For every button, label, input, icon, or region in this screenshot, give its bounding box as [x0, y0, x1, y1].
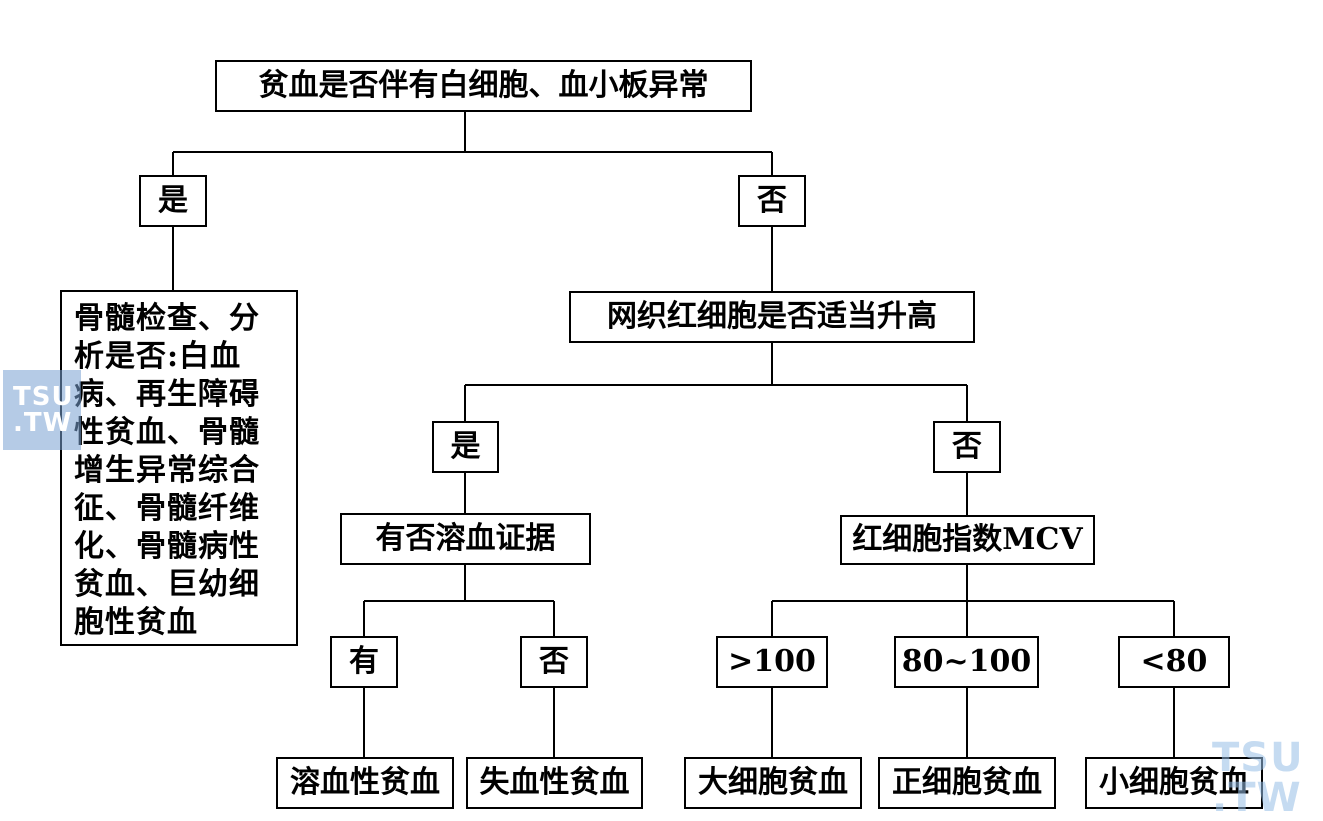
no-box-level1: 否: [738, 175, 806, 227]
marrow-exam-line: 病、再生障碍: [74, 377, 260, 412]
hemolytic-anemia-box: 溶血性贫血: [276, 757, 454, 809]
mcv-gt100-box: >100: [716, 636, 828, 688]
marrow-exam-line: 性贫血、骨髓: [74, 415, 260, 450]
mcv-80-100-box: 80~100: [894, 636, 1039, 688]
watermark-line: TSU: [13, 382, 74, 412]
no-box-level2: 否: [933, 421, 1001, 473]
watermark-line: TSU: [1212, 735, 1304, 781]
mcv-lt80-box: <80: [1118, 636, 1230, 688]
watermark-line: .TW: [13, 408, 73, 438]
normocytic-anemia-box: 正细胞贫血: [878, 757, 1056, 809]
watermark-bottom-right: TSU .TW: [1212, 738, 1304, 818]
mcv-index-box: 红细胞指数MCV: [840, 515, 1095, 565]
yes-box-level2: 是: [432, 421, 499, 473]
marrow-exam-line: 骨髓检查、分: [74, 301, 260, 336]
marrow-exam-line: 增生异常综合: [74, 453, 260, 488]
hemolysis-evidence-box: 有否溶血证据: [340, 513, 591, 565]
yes-box-level1: 是: [139, 175, 207, 227]
marrow-exam-line: 贫血、巨幼细: [74, 567, 260, 602]
blood-loss-anemia-box: 失血性贫血: [466, 757, 643, 809]
has-box: 有: [330, 636, 398, 688]
watermark-left: TSU .TW: [3, 370, 81, 450]
marrow-exam-line: 征、骨髓纤维: [74, 491, 260, 526]
marrow-exam-line: 化、骨髓病性: [74, 529, 260, 564]
no-box-level3: 否: [520, 636, 588, 688]
microcytic-anemia-box: 小细胞贫血: [1085, 757, 1263, 809]
root-question-box: 贫血是否伴有白细胞、血小板异常: [215, 60, 752, 112]
marrow-exam-line: 析是否:白血: [74, 339, 242, 374]
macrocytic-anemia-box: 大细胞贫血: [684, 757, 862, 809]
marrow-exam-line: 胞性贫血: [74, 605, 198, 640]
reticulocyte-question-box: 网织红细胞是否适当升高: [569, 291, 975, 343]
marrow-exam-box: 骨髓检查、分 析是否:白血 病、再生障碍 性贫血、骨髓 增生异常综合 征、骨髓纤…: [60, 290, 298, 646]
watermark-line: .TW: [1212, 775, 1302, 821]
